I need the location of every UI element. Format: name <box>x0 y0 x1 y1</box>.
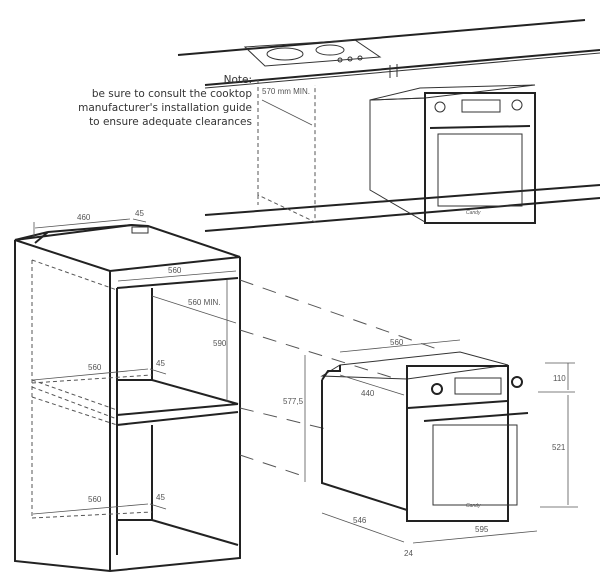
oven-depth-top-label: 440 <box>361 389 375 398</box>
shelf-depth-upper-label: 560 <box>88 363 102 372</box>
oven-width-body-label: 560 <box>390 338 404 347</box>
oven-depth-body-label: 546 <box>353 516 367 525</box>
oven-brand: Candy <box>466 503 481 509</box>
clearance-label: 570 mm MIN. <box>262 87 310 96</box>
cabinet: 460 45 560 560 MIN. 590 560 45 560 45 <box>14 209 241 573</box>
projection-lines <box>239 279 441 476</box>
cabinet-depth-min-label: 560 MIN. <box>188 298 220 307</box>
cooktop <box>243 39 382 67</box>
oven-height-total-label: 577,5 <box>283 397 304 406</box>
note-line-3: to ensure adequate clearances <box>89 116 252 128</box>
oven-panel-height-label: 110 <box>553 374 566 383</box>
shelf-depth-lower-label: 560 <box>88 495 102 504</box>
note-line-1: be sure to consult the cooktop <box>92 88 253 100</box>
cabinet-width-label: 560 <box>168 266 182 275</box>
cabinet-height-label: 590 <box>213 339 227 348</box>
cabinet-depth-label: 460 <box>77 213 91 222</box>
oven-front-width-label: 595 <box>475 525 489 534</box>
oven-brand-small: Candy <box>466 210 481 216</box>
shelf-gap-lower-label: 45 <box>156 493 165 502</box>
oven-door-height-label: 521 <box>552 443 566 452</box>
note: Note: be sure to consult the cooktop man… <box>78 74 252 128</box>
note-title: Note: <box>224 74 252 86</box>
oven: 577,5 Candy 560 440 546 595 24 110 521 <box>283 338 578 558</box>
note-line-2: manufacturer's installation guide <box>78 102 252 114</box>
cabinet-gap-top-label: 45 <box>135 209 144 218</box>
oven-front-thickness-label: 24 <box>404 549 413 558</box>
countertop-scene: 570 mm MIN. Candy <box>177 19 600 232</box>
shelf-gap-upper-label: 45 <box>156 359 165 368</box>
oven-top-view: Candy <box>369 84 536 224</box>
